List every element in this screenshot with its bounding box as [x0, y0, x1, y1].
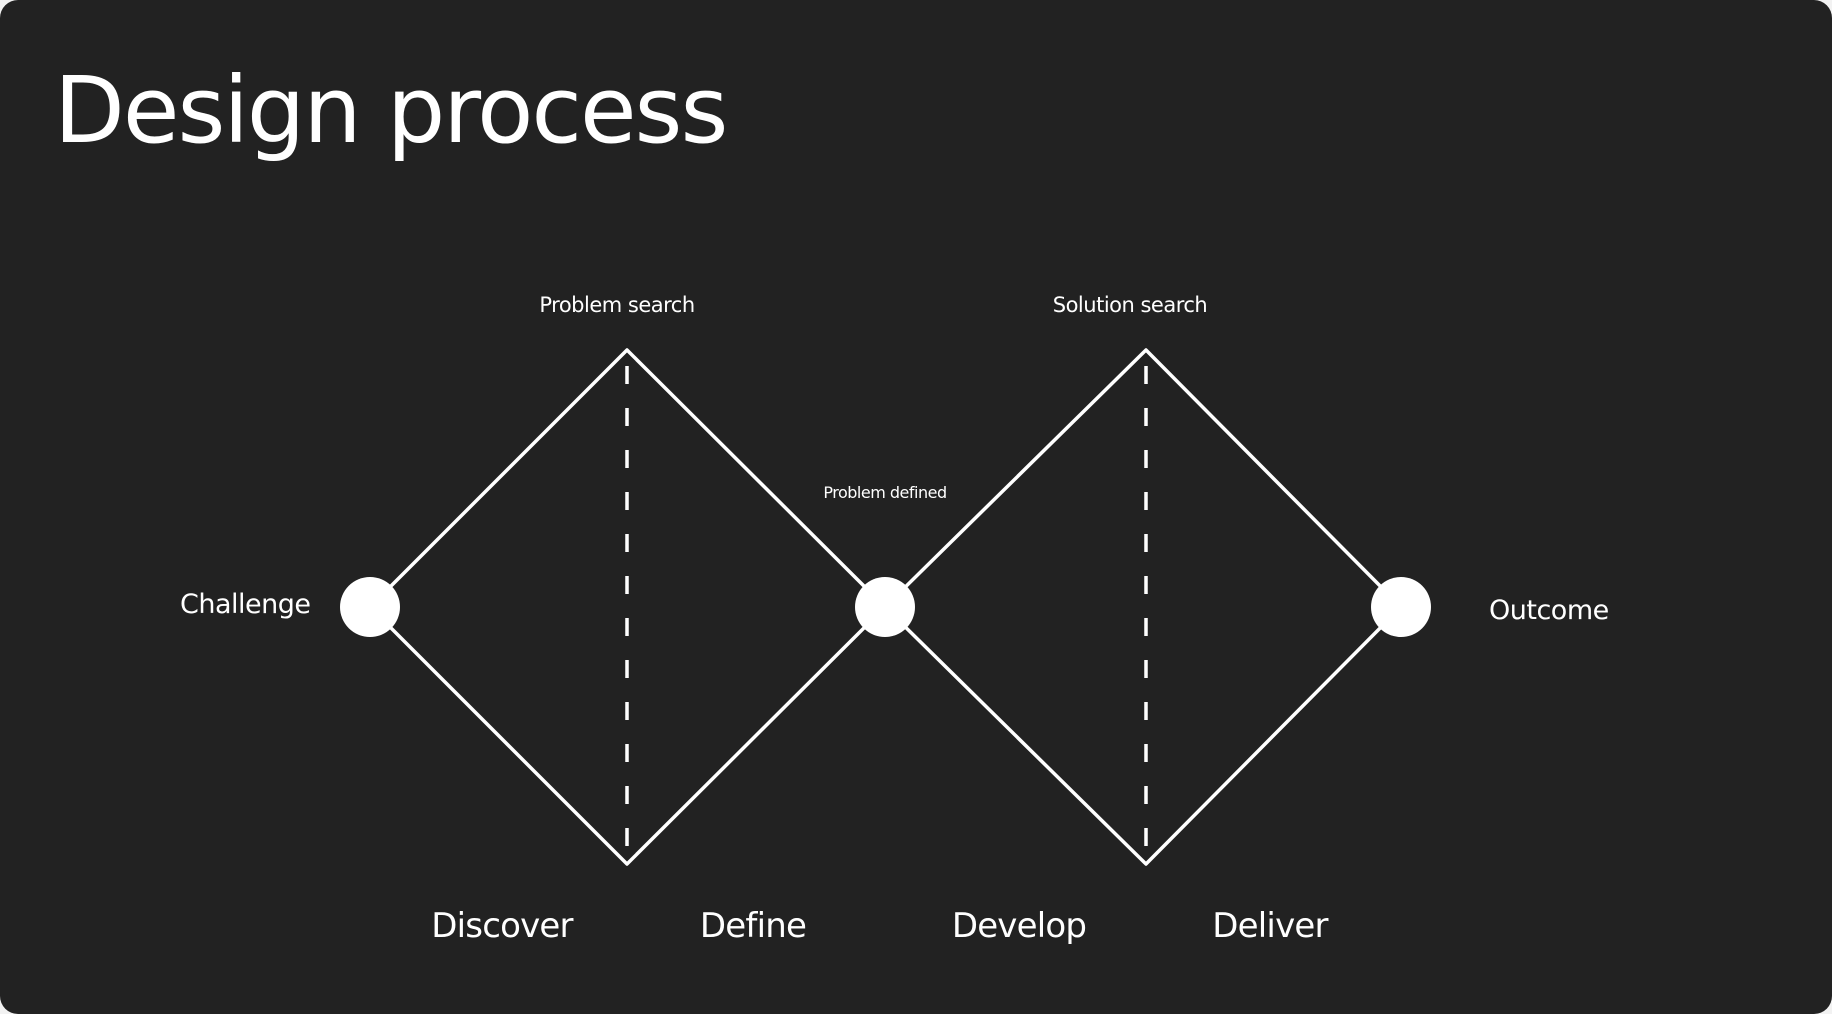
label-challenge: Challenge [180, 589, 311, 620]
label-problem-defined: Problem defined [823, 483, 947, 502]
label-solution-search: Solution search [1052, 293, 1208, 317]
phase-define: Define [699, 906, 807, 946]
phase-develop: Develop [951, 906, 1087, 946]
node-outcome [1371, 577, 1431, 637]
diamond-solution [883, 348, 1403, 866]
phase-discover: Discover [431, 906, 573, 946]
node-problem-defined [855, 577, 915, 637]
node-challenge [340, 577, 400, 637]
phase-deliver: Deliver [1212, 906, 1328, 946]
label-outcome: Outcome [1489, 595, 1609, 626]
page-title: Design process [54, 57, 728, 164]
label-problem-search: Problem search [539, 293, 695, 317]
